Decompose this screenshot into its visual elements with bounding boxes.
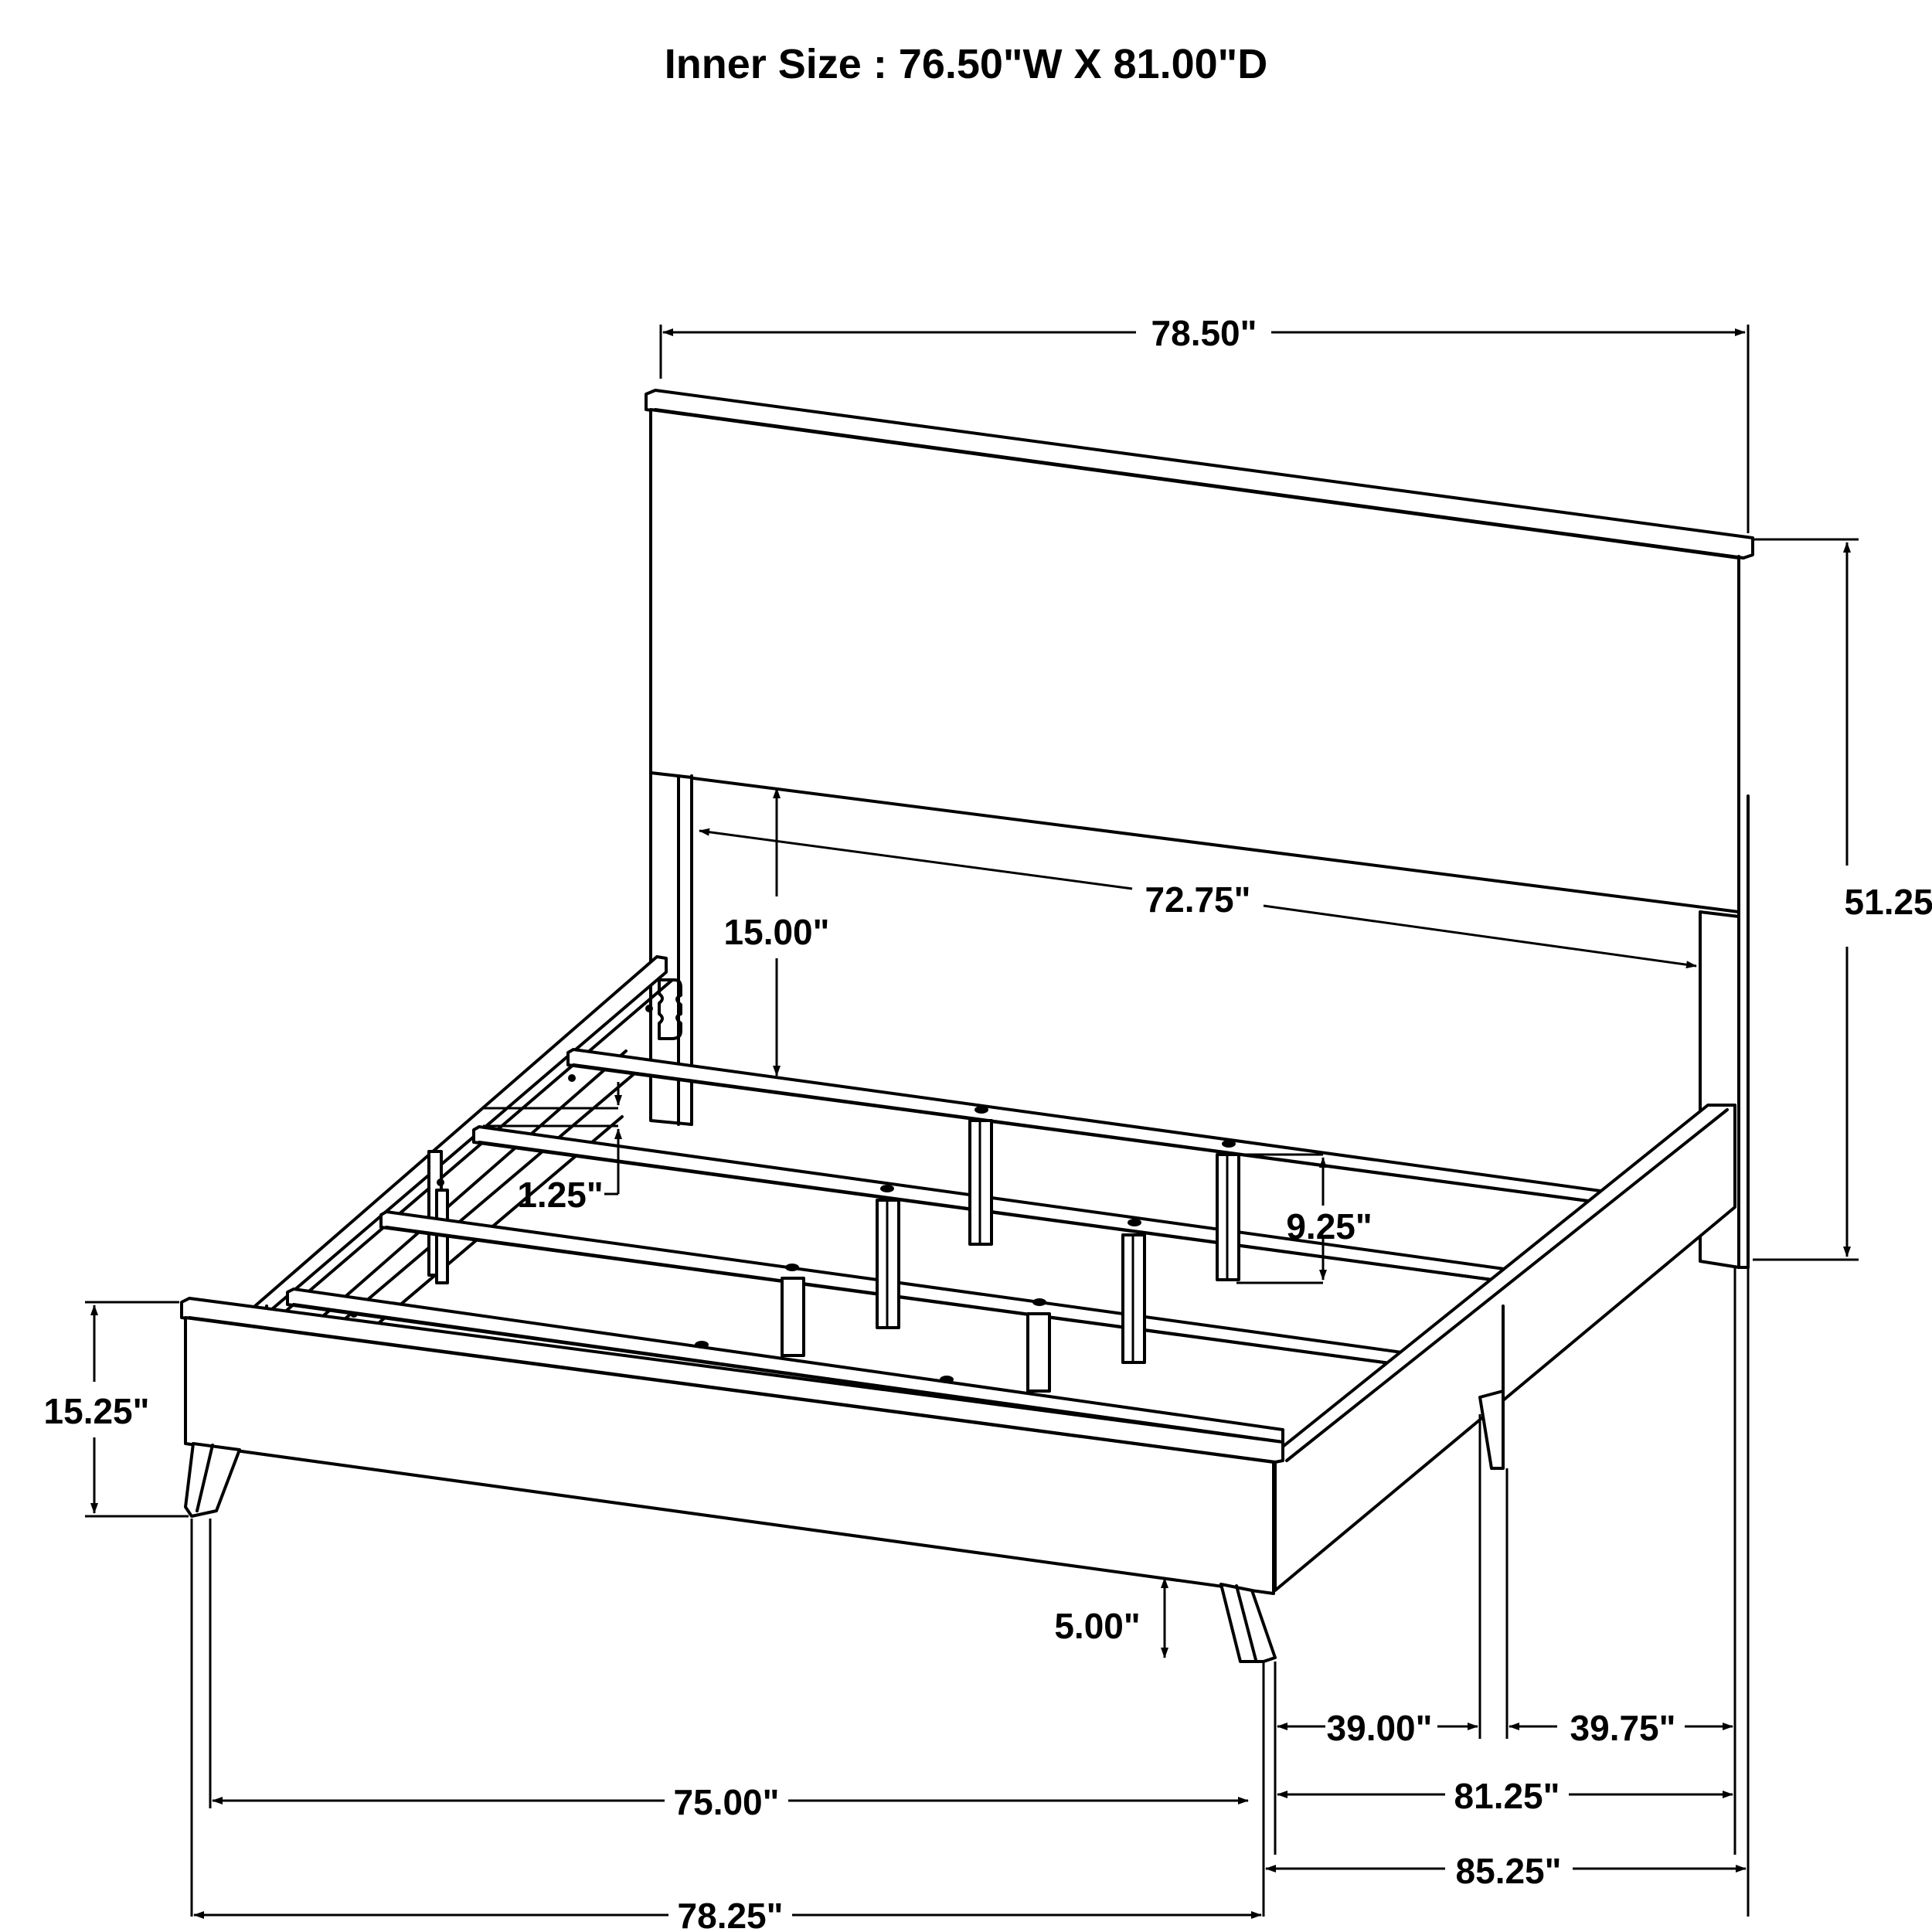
- label-overall-length: 85.25": [1456, 1851, 1562, 1891]
- headboard: [645, 389, 1754, 1269]
- label-center-support-height: 9.25": [1286, 1206, 1372, 1247]
- label-footboard-inner-width: 75.00": [674, 1782, 780, 1822]
- label-rail-length: 81.25": [1454, 1776, 1560, 1816]
- dimension-lines: [85, 325, 1859, 1919]
- label-rail-left-half: 39.00": [1327, 1708, 1433, 1748]
- label-headboard-width: 78.50": [1151, 313, 1257, 353]
- inner-size-title: Inner Size : 76.50"W X 81.00"D: [664, 41, 1268, 87]
- left-side-rail: [253, 955, 682, 1325]
- label-slat-drop: 1.25": [517, 1175, 603, 1215]
- label-headboard-height: 51.25": [1845, 882, 1932, 922]
- label-rail-right-half: 39.75": [1570, 1708, 1676, 1748]
- footboard: [180, 1297, 1284, 1663]
- center-supports: [781, 1119, 1240, 1393]
- label-overall-width: 78.25": [678, 1896, 784, 1932]
- dimension-labels: 78.50" 51.25" 72.75" 15.00" 1.25" 9.25" …: [44, 313, 1932, 1932]
- label-panel-inner-width: 72.75": [1145, 879, 1251, 920]
- label-leg-clearance: 15.00": [724, 912, 830, 952]
- rail-hook-bracket: [658, 978, 682, 1040]
- label-footboard-height: 15.25": [44, 1391, 150, 1431]
- label-leg-height: 5.00": [1054, 1606, 1140, 1646]
